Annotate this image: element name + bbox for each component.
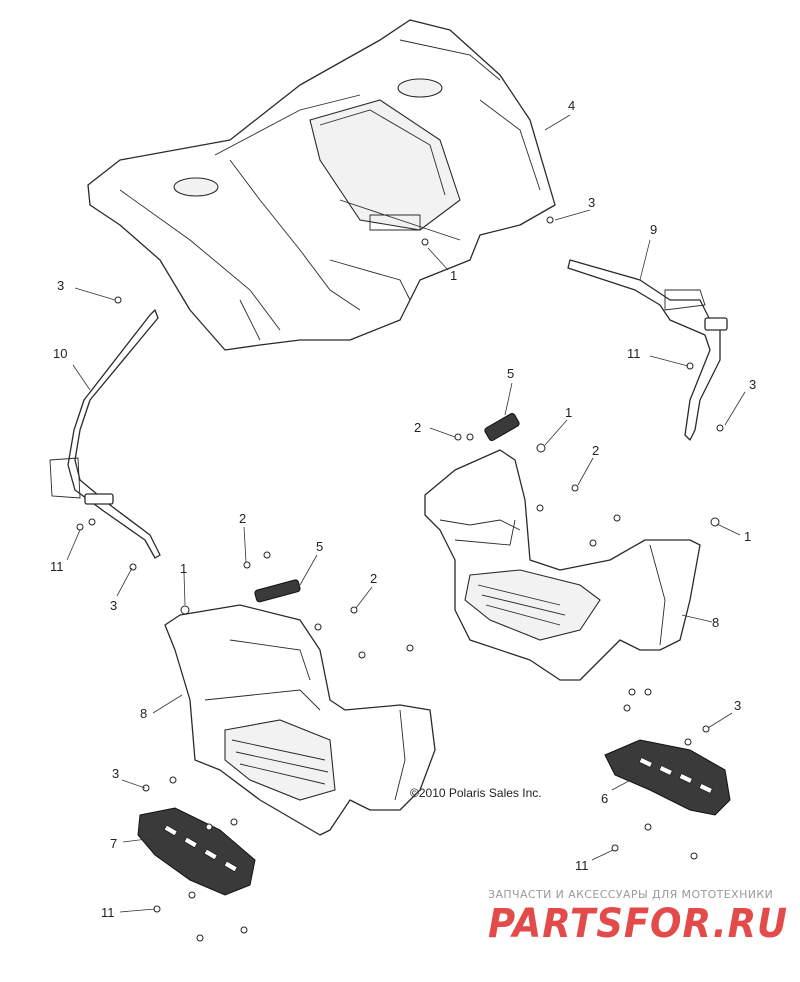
callout-3: 3: [110, 598, 117, 613]
callout-11: 11: [101, 905, 115, 920]
callout-1: 1: [180, 561, 187, 576]
callout-3: 3: [749, 377, 756, 392]
callout-4: 4: [568, 98, 575, 113]
callout-8: 8: [712, 615, 719, 630]
watermark-tagline: ЗАПЧАСТИ И АКСЕССУАРЫ ДЛЯ МОТОТЕХНИКИ: [488, 888, 773, 901]
callout-11: 11: [50, 559, 64, 574]
callout-11: 11: [627, 346, 641, 361]
callout-1: 1: [744, 529, 751, 544]
callout-3: 3: [588, 195, 595, 210]
callout-1: 1: [450, 268, 457, 283]
callout-2: 2: [239, 511, 246, 526]
callout-11: 11: [575, 858, 589, 873]
callout-3: 3: [112, 766, 119, 781]
fasteners: [76, 216, 724, 942]
callout-9: 9: [650, 222, 657, 237]
clip-strip-part-5-upper: [484, 413, 520, 441]
callout-10: 10: [53, 346, 67, 361]
callout-7: 7: [110, 836, 117, 851]
callout-8: 8: [140, 706, 147, 721]
footrest-pad-part-7: [137, 807, 256, 896]
support-bracket-part-9: [567, 259, 728, 441]
support-bracket-part-10: [49, 309, 161, 559]
callout-labels: 4 1 3 9 3 10 11 3 5 2 1 2 1 8 11 3 2 5 2…: [50, 98, 756, 920]
watermark-brand: PARTSFOR.RU: [488, 901, 788, 947]
callout-3: 3: [57, 278, 64, 293]
callout-1: 1: [565, 405, 572, 420]
callout-2: 2: [370, 571, 377, 586]
callout-2: 2: [592, 443, 599, 458]
copyright-notice: ©2010 Polaris Sales Inc.: [410, 786, 542, 800]
footwell-right-part-8: [424, 449, 701, 681]
footrest-pad-part-6: [604, 739, 731, 816]
callout-6: 6: [601, 791, 608, 806]
clip-strip-part-5-lower: [254, 579, 301, 603]
callout-2: 2: [414, 420, 421, 435]
footwell-left-part-8: [164, 604, 436, 836]
leader-lines: [66, 114, 746, 913]
callout-3: 3: [734, 698, 741, 713]
callout-5: 5: [507, 366, 514, 381]
rear-fender-part-4: [87, 19, 556, 351]
callout-5: 5: [316, 539, 323, 554]
watermark: ЗАПЧАСТИ И АКСЕССУАРЫ ДЛЯ МОТОТЕХНИКИ PA…: [488, 888, 788, 947]
